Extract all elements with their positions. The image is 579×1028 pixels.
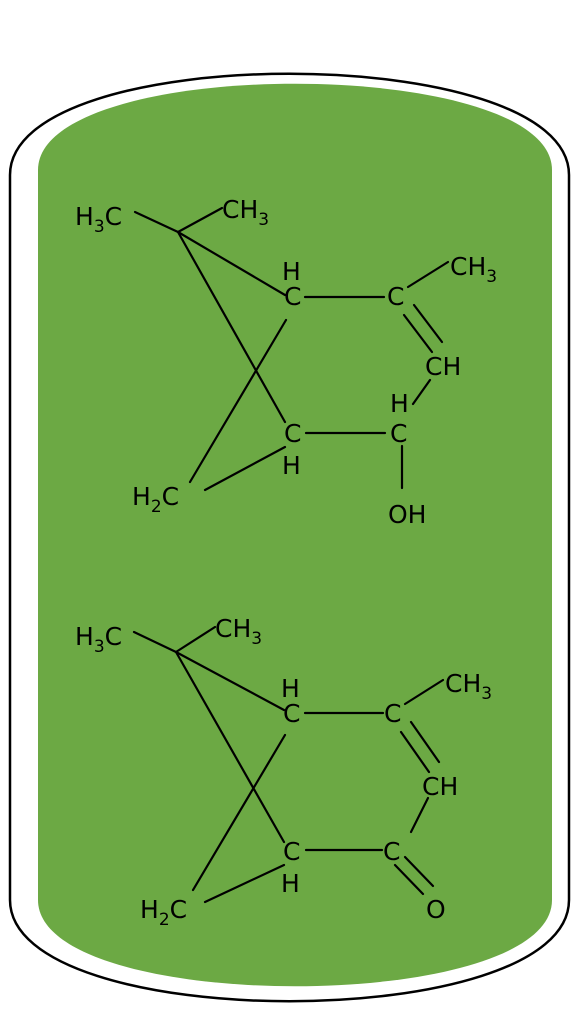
bond2-quatc-bottombridge bbox=[174, 650, 286, 844]
s2-o-label: O bbox=[426, 895, 446, 924]
structure-2-bonds bbox=[132, 625, 445, 904]
s1-ring-h-bottom: H bbox=[282, 451, 301, 480]
s2-h2c-label: H2C bbox=[140, 895, 187, 930]
bond2-cmethyl-ch3 bbox=[403, 678, 445, 706]
bond2-topbridge-ch2 bbox=[191, 733, 287, 892]
s2-ch-label: CH bbox=[422, 772, 458, 801]
bond-quatc-bottombridge bbox=[176, 230, 287, 424]
bond-ch3-quatc bbox=[176, 206, 224, 234]
s1-ring-h-top: H bbox=[282, 257, 301, 286]
bond2-double-a bbox=[399, 730, 431, 774]
s1-oh-label: OH bbox=[388, 500, 426, 529]
s1-h2c-label: H2C bbox=[132, 482, 179, 517]
bond2-ch-carbonyl bbox=[409, 796, 430, 834]
s2-ring-h-top: H bbox=[281, 674, 300, 703]
s2-ch3-top-label: CH3 bbox=[215, 614, 262, 649]
s1-ch3-right-label: CH3 bbox=[450, 252, 497, 287]
s1-h-carbinol: H bbox=[390, 389, 409, 418]
s2-c-methyl: C bbox=[384, 699, 401, 728]
bond-cmethyl-ch3 bbox=[406, 260, 450, 289]
s2-c-bridge-bottom: C bbox=[283, 837, 300, 866]
bond2-co-double-b bbox=[403, 855, 435, 888]
bond2-co-double-a bbox=[393, 863, 425, 896]
bond-ch-carbinol bbox=[411, 378, 432, 406]
s1-c-carbinol: C bbox=[390, 419, 407, 448]
s1-c-methyl: C bbox=[387, 282, 404, 311]
s1-h3c-label: H3C bbox=[75, 202, 122, 237]
bond2-double-b bbox=[409, 720, 441, 764]
s1-c-bridge-top: C bbox=[284, 282, 301, 311]
structure-1: H3C CH3 H C C CH3 CH H C OH C H H2C bbox=[75, 195, 497, 529]
s1-ch-label: CH bbox=[425, 352, 461, 381]
bond2-h3c-quatc bbox=[132, 630, 178, 654]
bond2-bottombridge-ch2 bbox=[203, 863, 286, 904]
structure-2: H3C CH3 H C C CH3 CH C O C H H2C bbox=[75, 614, 492, 930]
bond2-quatc-topbridge bbox=[174, 650, 286, 712]
s1-c-bridge-bottom: C bbox=[284, 419, 301, 448]
bond-double-b bbox=[412, 303, 444, 344]
bond-topbridge-ch2 bbox=[188, 318, 288, 484]
s2-ring-h-bottom: H bbox=[281, 869, 300, 898]
bond2-ch3-quatc bbox=[174, 625, 217, 654]
s1-ch3-top-label: CH3 bbox=[222, 195, 269, 230]
s2-c-bridge-top: C bbox=[283, 699, 300, 728]
s2-ch3-right-label: CH3 bbox=[445, 669, 492, 704]
bond-bottombridge-ch2 bbox=[203, 445, 287, 492]
s2-c-carbonyl: C bbox=[383, 837, 400, 866]
bond-double-a bbox=[402, 313, 434, 354]
s2-h3c-label: H3C bbox=[75, 622, 122, 657]
green-panel bbox=[38, 83, 552, 987]
structure-1-bonds bbox=[133, 206, 450, 492]
bond-h3c-quatc bbox=[133, 210, 180, 234]
bond-quatc-topbridge bbox=[176, 230, 287, 297]
